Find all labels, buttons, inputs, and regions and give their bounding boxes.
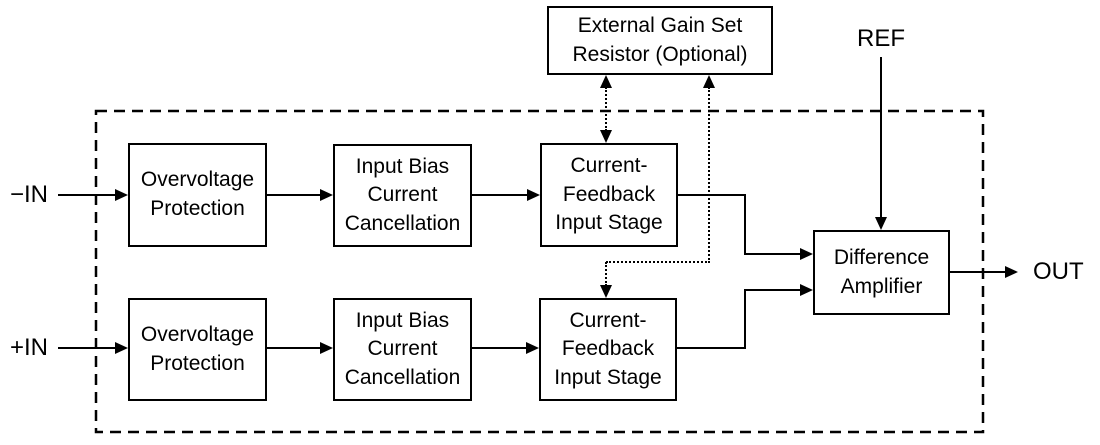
wire-ovp2-to-ibc2 xyxy=(267,347,323,349)
wire-cf1-out-h2 xyxy=(744,253,802,255)
arrowhead-gain-cf1-down xyxy=(600,130,612,143)
arrowhead-ovp2-ibc2 xyxy=(320,342,333,354)
arrowhead-cf1-diff xyxy=(800,248,813,260)
wire-out xyxy=(950,271,1006,273)
block-input-bias-cancellation-top: Input Bias Current Cancellation xyxy=(333,144,472,247)
dotted-wire-gain-h xyxy=(606,261,710,263)
arrowhead-gain-cf1-up xyxy=(600,75,612,88)
arrowhead-ibc1-cf1 xyxy=(527,189,540,201)
wire-ovp1-to-ibc1 xyxy=(267,194,323,196)
dotted-wire-gain-cf1 xyxy=(605,87,607,131)
wire-cf2-out-h1 xyxy=(677,347,746,349)
label-pos-in: +IN xyxy=(10,334,49,361)
dotted-wire-gain-v xyxy=(708,87,710,263)
arrowhead-pos-in xyxy=(115,342,128,354)
wire-pos-in xyxy=(58,347,118,349)
block-overvoltage-protection-top: Overvoltage Protection xyxy=(128,143,267,247)
block-external-gain-set-resistor: External Gain Set Resistor (Optional) xyxy=(547,6,773,75)
wire-neg-in xyxy=(58,194,118,196)
label-out: OUT xyxy=(1033,258,1084,285)
arrowhead-gain-cf2-up xyxy=(703,75,715,88)
arrowhead-neg-in xyxy=(115,189,128,201)
arrowhead-ovp1-ibc1 xyxy=(320,189,333,201)
arrowhead-cf2-diff xyxy=(800,284,813,296)
label-neg-in: −IN xyxy=(10,181,49,208)
wire-ibc2-to-cf2 xyxy=(472,347,529,349)
arrowhead-ibc2-cf2 xyxy=(526,342,539,354)
wire-ibc1-to-cf1 xyxy=(472,194,529,196)
wire-cf2-out-v xyxy=(744,289,746,349)
block-current-feedback-stage-bottom: Current- Feedback Input Stage xyxy=(539,298,677,401)
arrowhead-out xyxy=(1005,266,1018,278)
wire-cf1-out-v xyxy=(744,194,746,255)
block-difference-amplifier: Difference Amplifier xyxy=(813,230,950,315)
wire-cf1-out-h1 xyxy=(678,194,746,196)
arrowhead-gain-cf2-down xyxy=(600,285,612,298)
wire-ref xyxy=(880,57,882,218)
dotted-wire-gain-cf2 xyxy=(605,262,607,286)
arrowhead-ref xyxy=(875,217,887,230)
label-ref: REF xyxy=(857,25,905,52)
block-current-feedback-stage-top: Current- Feedback Input Stage xyxy=(540,143,678,247)
wire-cf2-out-h2 xyxy=(744,289,802,291)
block-overvoltage-protection-bottom: Overvoltage Protection xyxy=(128,298,267,401)
block-input-bias-cancellation-bottom: Input Bias Current Cancellation xyxy=(333,298,472,401)
